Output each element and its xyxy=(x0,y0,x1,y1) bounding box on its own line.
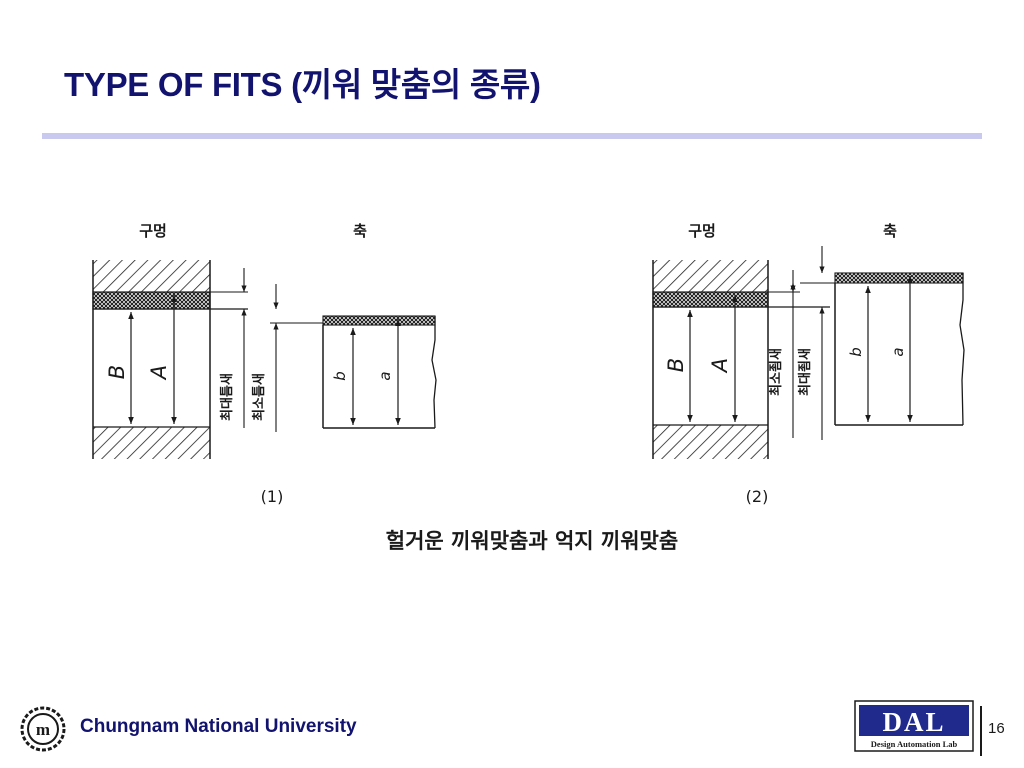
hole-part xyxy=(652,260,830,459)
hole-part xyxy=(92,260,248,459)
svg-text:Design Automation Lab: Design Automation Lab xyxy=(871,739,958,749)
svg-text:DAL: DAL xyxy=(882,707,945,737)
min-interference-label: 최소죔새 xyxy=(768,348,784,396)
max-clearance-label: 최대틈새 xyxy=(219,373,235,421)
footer-divider xyxy=(980,706,982,756)
title-divider xyxy=(42,133,982,139)
page-number: 16 xyxy=(988,720,1005,737)
shaft-part xyxy=(800,272,965,426)
university-name: Chungnam National University xyxy=(80,716,357,737)
hole-max-label: B xyxy=(105,365,129,379)
hole-max-label: B xyxy=(664,358,688,372)
hole-label: 구멍 xyxy=(139,222,167,240)
figure-number: (2) xyxy=(746,487,769,506)
figure-caption: 헐거운 끼워맞춤과 억지 끼워맞춤 xyxy=(386,529,678,553)
university-emblem-icon: m xyxy=(20,706,66,752)
hole-label: 구멍 xyxy=(688,222,716,240)
shaft-part xyxy=(270,315,437,429)
dal-lab-logo-icon: DAL Design Automation Lab xyxy=(854,700,974,752)
shaft-max-label: a xyxy=(376,371,394,380)
shaft-label: 축 xyxy=(353,222,367,240)
svg-text:m: m xyxy=(36,720,50,739)
max-interference-label: 최대죔새 xyxy=(797,348,813,396)
figure-number: (1) xyxy=(261,487,284,506)
hole-min-label: A xyxy=(147,365,171,381)
shaft-max-label: a xyxy=(889,347,907,356)
shaft-label: 축 xyxy=(883,222,897,240)
clearance-fit-diagram: 구멍 축 B A 최대틈새 최소틈새 xyxy=(92,222,437,506)
min-clearance-label: 최소틈새 xyxy=(251,373,267,421)
shaft-min-label: b xyxy=(847,347,865,357)
hole-min-label: A xyxy=(708,358,732,374)
shaft-min-label: b xyxy=(331,371,349,381)
interference-fit-diagram: 구멍 축 B A 최소죔새 최대죔새 xyxy=(652,222,965,506)
slide-title: TYPE OF FITS (끼워 맞춤의 종류) xyxy=(64,66,541,103)
